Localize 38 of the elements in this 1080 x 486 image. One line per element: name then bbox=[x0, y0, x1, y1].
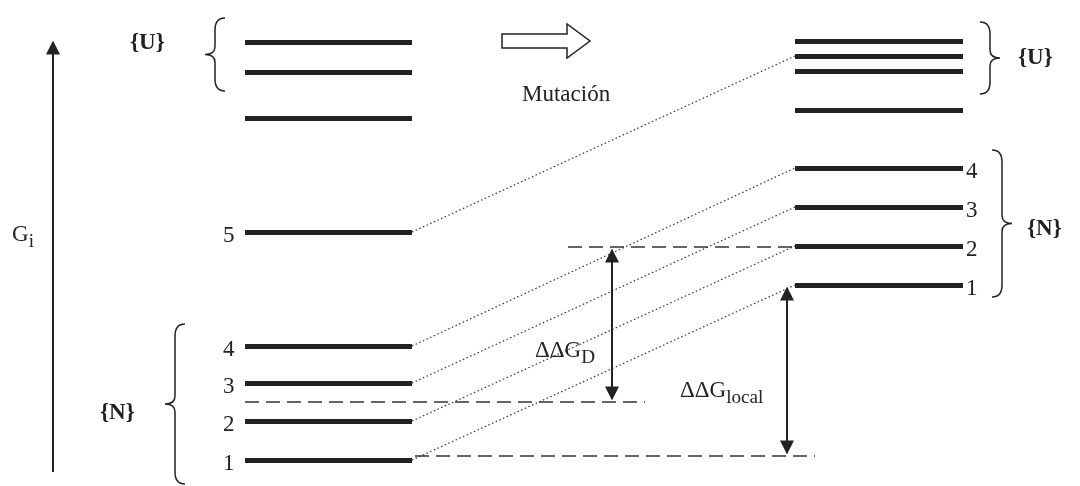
level-number: 2 bbox=[966, 237, 978, 260]
energy-level-bar bbox=[245, 419, 412, 424]
axis-label: G$_{i}$ bbox=[12, 222, 34, 250]
level-number: 3 bbox=[966, 198, 978, 221]
energy-level-bar bbox=[795, 283, 963, 288]
energy-level-bar bbox=[245, 458, 412, 463]
quantity-label: ΔΔG$_{D}$ bbox=[535, 338, 596, 366]
connector-line bbox=[411, 55, 796, 233]
energy-level-bar bbox=[245, 40, 412, 45]
connector-line bbox=[411, 206, 796, 384]
arrow-label: Mutación bbox=[522, 82, 611, 105]
group-label: {U} bbox=[130, 30, 165, 53]
level-number: 1 bbox=[966, 276, 978, 299]
energy-level-bar bbox=[795, 39, 963, 44]
energy-level-bar bbox=[245, 116, 412, 121]
energy-level-bar bbox=[245, 381, 412, 386]
energy-level-bar bbox=[795, 69, 963, 74]
level-number: 2 bbox=[223, 412, 235, 435]
energy-level-bar bbox=[245, 70, 412, 75]
energy-level-bar bbox=[795, 54, 963, 59]
energy-level-bar bbox=[795, 108, 963, 113]
group-label: {N} bbox=[100, 400, 135, 423]
level-number: 3 bbox=[223, 374, 235, 397]
connector-line bbox=[411, 167, 796, 347]
group-label: {U} bbox=[1018, 45, 1053, 68]
connector-line bbox=[411, 284, 796, 461]
level-number: 4 bbox=[966, 159, 978, 182]
energy-level-bar bbox=[795, 244, 963, 249]
energy-level-bar bbox=[245, 344, 412, 349]
group-label: {N} bbox=[1027, 216, 1062, 239]
level-number: 5 bbox=[223, 223, 235, 246]
level-number: 4 bbox=[223, 337, 235, 360]
connector-line bbox=[411, 245, 796, 422]
energy-level-bar bbox=[795, 205, 963, 210]
level-number: 1 bbox=[223, 451, 235, 474]
energy-level-bar bbox=[795, 166, 963, 171]
energy-level-bar bbox=[245, 230, 412, 235]
quantity-label: ΔΔG$_{local}$ bbox=[680, 378, 764, 406]
